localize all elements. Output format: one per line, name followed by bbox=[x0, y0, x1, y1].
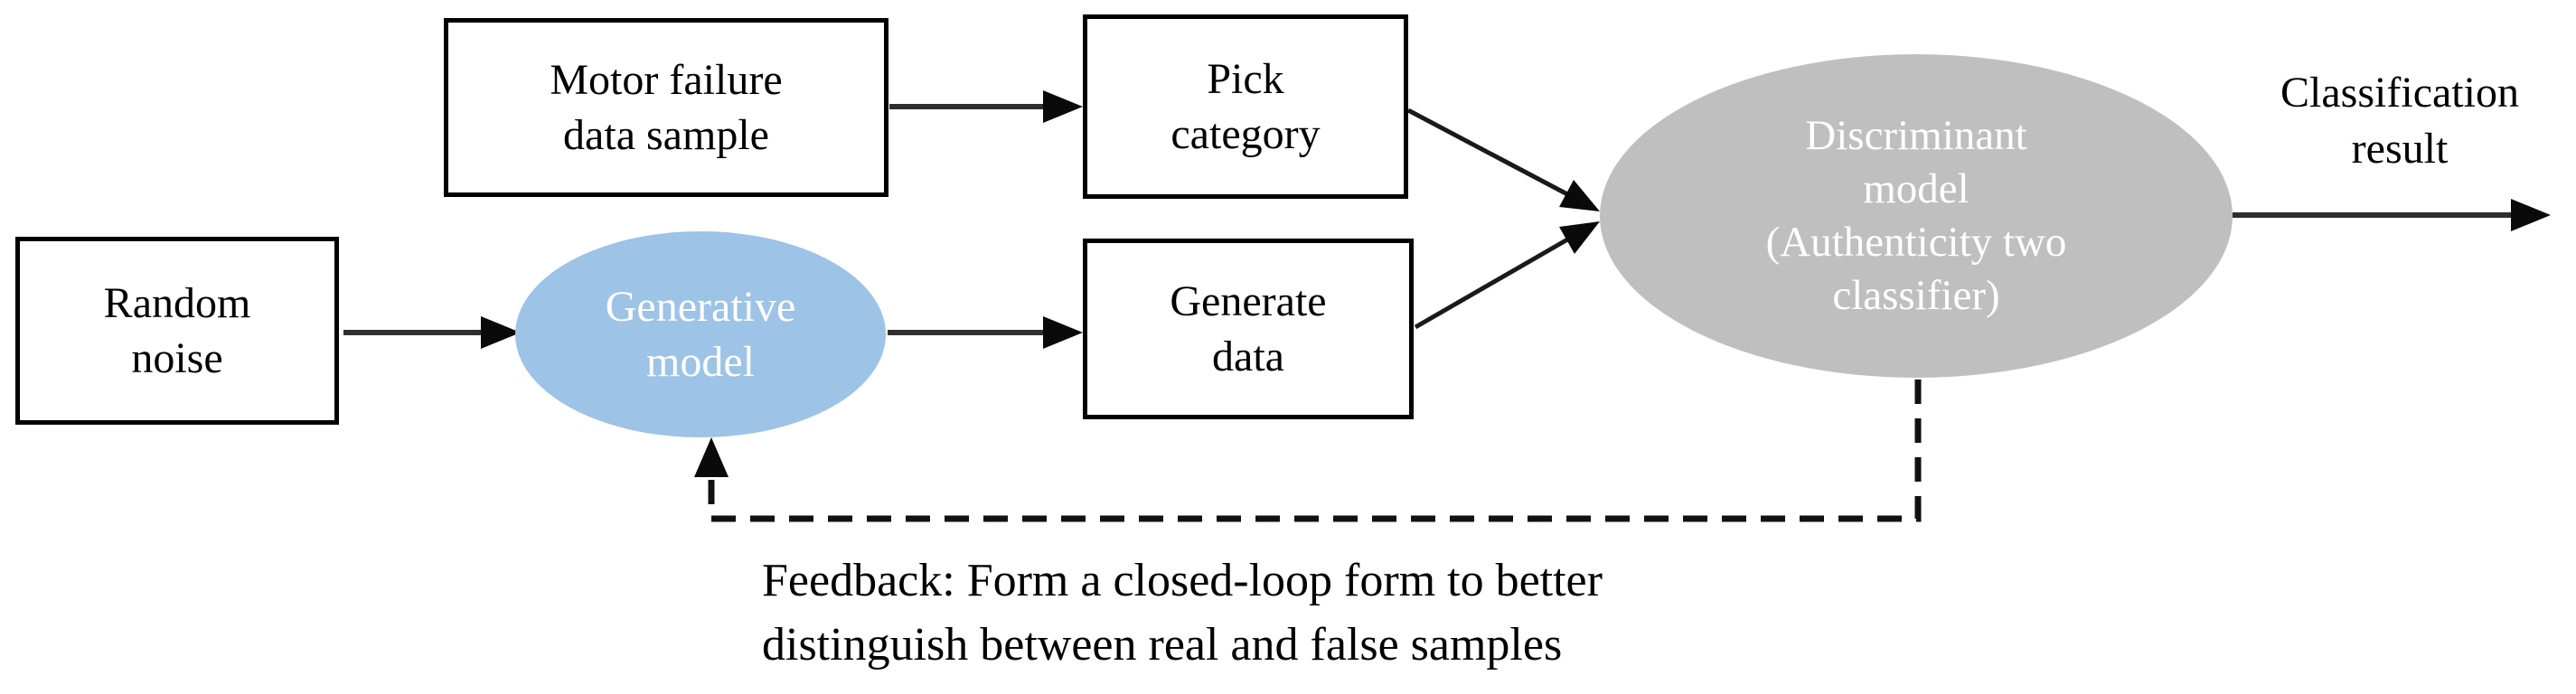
feedback-note: Feedback: Form a closed-loop form to bet… bbox=[762, 555, 1603, 671]
arrow-random-to-generative-head bbox=[481, 316, 521, 349]
discriminant-model-label: Discriminant model (Authenticity two cla… bbox=[1765, 111, 2067, 320]
generate-data-label: Generate data bbox=[1170, 277, 1327, 380]
node-generate-data: Generate data bbox=[1083, 239, 1414, 419]
pick-category-label: Pick category bbox=[1170, 54, 1321, 158]
node-motor-failure-data-sample: Motor failure data sample bbox=[444, 18, 888, 197]
node-discriminant-model: Discriminant model (Authenticity two cla… bbox=[1600, 54, 2233, 378]
motor-failure-label: Motor failure data sample bbox=[550, 55, 783, 159]
node-generative-model: Generative model bbox=[515, 231, 886, 437]
feedback-arrowhead bbox=[694, 437, 729, 477]
generative-model-label: Generative model bbox=[605, 282, 796, 386]
arrow-discriminant-to-result-head bbox=[2511, 199, 2551, 231]
arrow-generate-to-discriminant bbox=[1414, 236, 1571, 330]
arrow-generate-to-discriminant-head bbox=[1559, 221, 1600, 254]
feedback-dashed-path bbox=[708, 380, 1922, 522]
node-random-noise: Random noise bbox=[15, 237, 339, 425]
arrow-pick-to-discriminant-head bbox=[1559, 180, 1600, 211]
arrow-pick-to-discriminant bbox=[1406, 108, 1571, 198]
arrow-generative-to-generate-head bbox=[1043, 316, 1083, 349]
node-pick-category: Pick category bbox=[1083, 14, 1408, 199]
arrow-motor-to-pick-head bbox=[1043, 90, 1083, 123]
random-noise-label: Random noise bbox=[103, 278, 251, 382]
classification-result-label: Classification result bbox=[2280, 69, 2519, 174]
